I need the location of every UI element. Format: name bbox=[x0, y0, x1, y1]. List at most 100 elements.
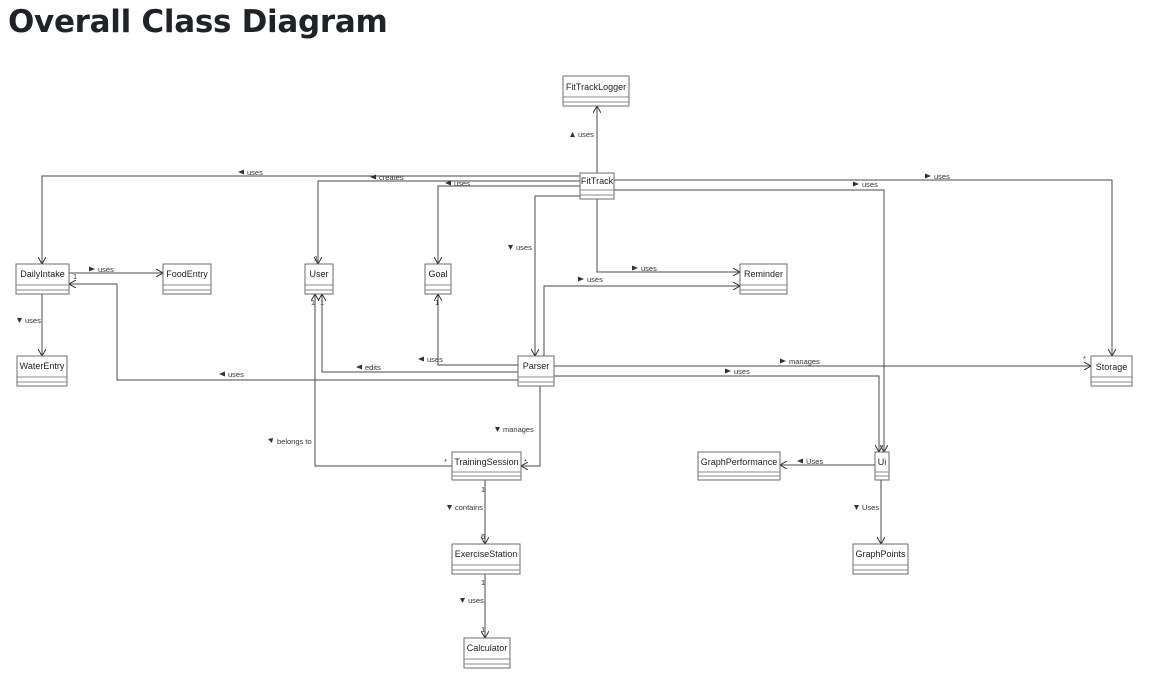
edge-parser-user bbox=[322, 294, 518, 373]
direction-left-icon bbox=[238, 169, 244, 175]
class-ui-label: Ui bbox=[878, 457, 887, 467]
direction-down-icon bbox=[447, 505, 452, 510]
classes: FitTrackLogger FitTrack DailyIntake Food… bbox=[15, 75, 1133, 669]
mult-es-top: 6 bbox=[481, 532, 485, 541]
direction-down-icon bbox=[508, 245, 513, 250]
rel-p-daily-label: uses bbox=[228, 370, 244, 379]
class-foodentry[interactable]: FoodEntry bbox=[162, 263, 212, 295]
edge-fittrack-dailyintake bbox=[42, 175, 580, 264]
edge-fittrack-ui bbox=[614, 189, 884, 452]
direction-right-icon bbox=[925, 173, 931, 179]
rel-p-user-label: edits bbox=[365, 363, 381, 372]
relation-labels: uses uses creates uses uses uses uses bbox=[17, 130, 950, 605]
rel-p-goal-label: uses bbox=[427, 355, 443, 364]
class-waterentry-label: WaterEntry bbox=[20, 361, 65, 371]
class-goal-label: Goal bbox=[428, 269, 447, 279]
rel-p-reminder-label: uses bbox=[587, 275, 603, 284]
rel-ft-user-label: creates bbox=[379, 173, 404, 182]
page-title: Overall Class Diagram bbox=[8, 4, 388, 40]
rel-ft-parser-label: uses bbox=[516, 243, 532, 252]
rel-ft-daily: uses bbox=[238, 168, 263, 177]
rel-ft-parser: uses bbox=[508, 243, 532, 252]
rel-p-ts: manages bbox=[495, 425, 534, 434]
direction-down-icon bbox=[854, 505, 859, 510]
class-parser[interactable]: Parser bbox=[517, 355, 555, 387]
rel-ui-gpts-label: Uses bbox=[862, 503, 879, 512]
mult-goal-bottom: 1 bbox=[435, 298, 439, 307]
rel-es-calc: uses bbox=[460, 596, 484, 605]
mult-ts-left: * bbox=[444, 457, 447, 466]
edge-parser-goal bbox=[438, 294, 518, 366]
class-user[interactable]: User bbox=[304, 263, 334, 295]
class-ui[interactable]: Ui bbox=[874, 451, 890, 481]
rel-daily-water: uses bbox=[17, 316, 41, 325]
class-dailyintake[interactable]: DailyIntake bbox=[15, 263, 70, 295]
rel-ft-ui-label: uses bbox=[862, 180, 878, 189]
direction-left-icon bbox=[797, 458, 803, 464]
rel-daily-water-label: uses bbox=[25, 316, 41, 325]
edge-parser-reminder bbox=[543, 286, 740, 356]
rel-ft-reminder: uses bbox=[632, 264, 657, 273]
class-exercisestation-label: ExerciseStation bbox=[455, 549, 518, 559]
rel-ts-es-label: contains bbox=[455, 503, 483, 512]
rel-ft-user: creates bbox=[370, 173, 404, 182]
rel-daily-food: uses bbox=[89, 265, 114, 274]
rel-daily-food-label: uses bbox=[98, 265, 114, 274]
rel-p-daily: uses bbox=[219, 370, 244, 379]
direction-up-icon bbox=[570, 132, 575, 137]
rel-p-reminder: uses bbox=[578, 275, 603, 284]
edge-fittrack-reminder bbox=[596, 199, 740, 272]
rel-p-storage: manages bbox=[780, 357, 820, 366]
class-parser-label: Parser bbox=[523, 361, 550, 371]
rel-p-ts-label: manages bbox=[503, 425, 534, 434]
class-fittrack[interactable]: FitTrack bbox=[579, 172, 615, 200]
rel-p-user: edits bbox=[356, 363, 381, 372]
direction-left-icon bbox=[370, 174, 376, 180]
rel-ft-reminder-label: uses bbox=[641, 264, 657, 273]
class-dailyintake-label: DailyIntake bbox=[20, 269, 65, 279]
mult-user-top: 1 bbox=[314, 254, 318, 263]
class-graphperformance[interactable]: GraphPerformance bbox=[697, 451, 781, 481]
mult-es-bottom: 1 bbox=[481, 578, 485, 587]
class-graphperformance-label: GraphPerformance bbox=[701, 457, 778, 467]
direction-left-icon bbox=[219, 371, 225, 377]
rel-ft-goal: uses bbox=[445, 179, 470, 188]
direction-right-icon bbox=[725, 368, 731, 374]
direction-left-icon bbox=[445, 180, 451, 186]
mult-calc-top: 1 bbox=[481, 625, 485, 634]
mult-storage: * bbox=[1083, 354, 1086, 363]
class-exercisestation[interactable]: ExerciseStation bbox=[451, 543, 521, 575]
rel-ts-user-label: belongs to bbox=[277, 437, 312, 446]
rel-ft-logger: uses bbox=[570, 130, 594, 139]
multiplicities: 1 1 1 1 1 * * * 1 6 1 1 bbox=[73, 254, 1086, 634]
class-reminder[interactable]: Reminder bbox=[739, 263, 788, 295]
direction-left-icon bbox=[356, 364, 362, 370]
edge-fittrack-user bbox=[318, 180, 580, 264]
class-trainingsession[interactable]: TrainingSession bbox=[451, 451, 522, 481]
class-fittrack-label: FitTrack bbox=[581, 176, 614, 186]
rel-ui-gpts: Uses bbox=[854, 503, 879, 512]
class-storage[interactable]: Storage bbox=[1090, 355, 1133, 387]
mult-daily-food: 1 bbox=[73, 272, 77, 281]
class-trainingsession-label: TrainingSession bbox=[454, 457, 518, 467]
mult-ts-right: * bbox=[524, 457, 527, 466]
direction-right-icon bbox=[632, 265, 638, 271]
class-goal[interactable]: Goal bbox=[424, 263, 452, 295]
class-waterentry[interactable]: WaterEntry bbox=[16, 355, 68, 387]
rel-es-calc-label: uses bbox=[468, 596, 484, 605]
direction-right-icon bbox=[89, 266, 95, 272]
class-fittracklogger[interactable]: FitTrackLogger bbox=[562, 75, 630, 107]
rel-p-goal: uses bbox=[418, 355, 443, 364]
rel-ft-logger-label: uses bbox=[578, 130, 594, 139]
rel-ft-ui: uses bbox=[853, 180, 878, 189]
rel-p-storage-label: manages bbox=[789, 357, 820, 366]
class-graphpoints[interactable]: GraphPoints bbox=[852, 543, 909, 575]
rel-ft-daily-label: uses bbox=[247, 168, 263, 177]
class-reminder-label: Reminder bbox=[744, 269, 783, 279]
class-foodentry-label: FoodEntry bbox=[166, 269, 208, 279]
edge-fittrack-goal bbox=[438, 185, 580, 264]
edge-fittrack-parser bbox=[535, 195, 580, 356]
rel-p-ui: uses bbox=[725, 367, 750, 376]
class-calculator[interactable]: Calculator bbox=[463, 637, 511, 669]
